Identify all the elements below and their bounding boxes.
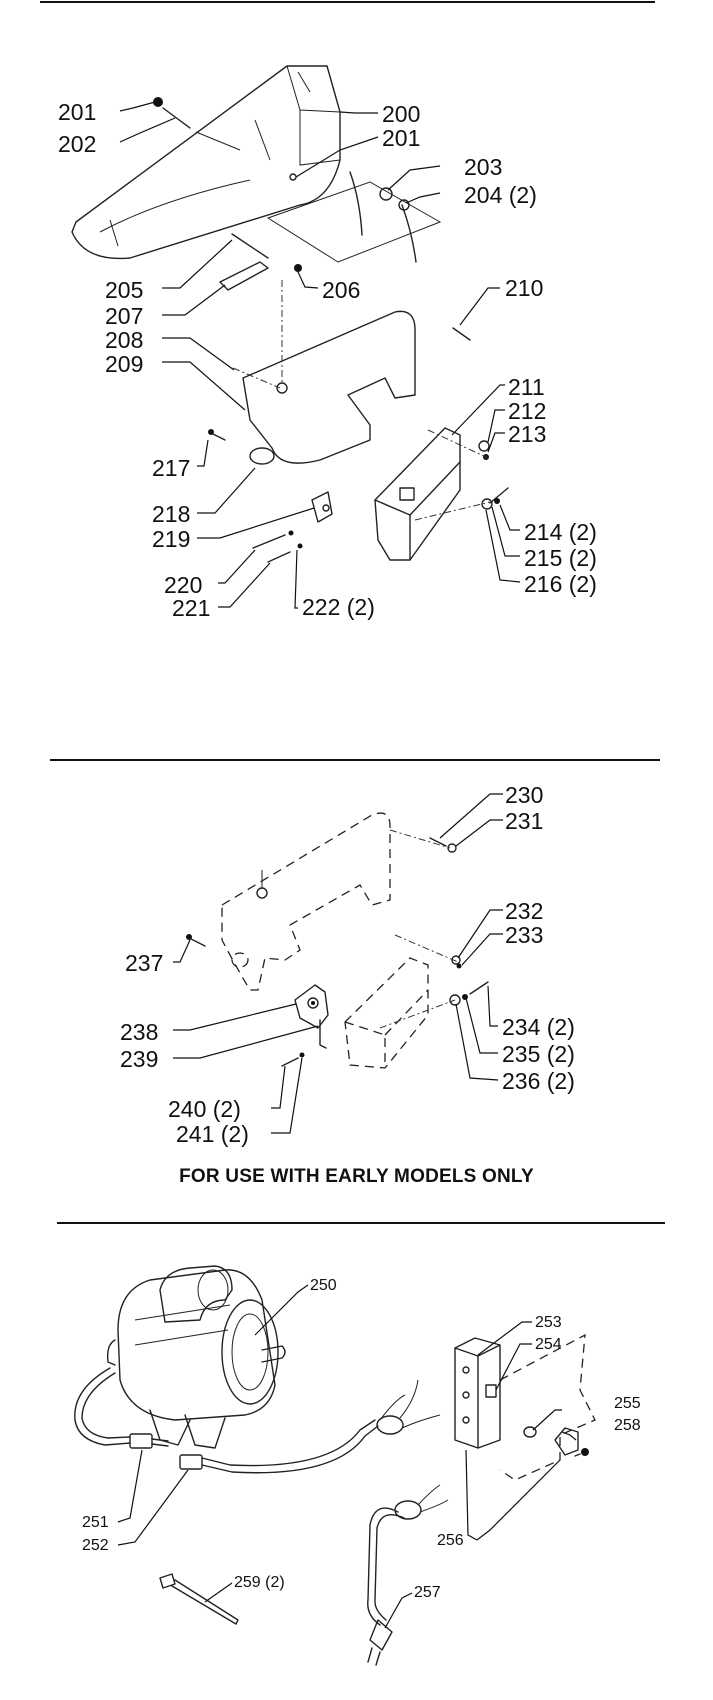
callout-255: 255: [614, 1395, 641, 1412]
motor-cord: [74, 1367, 379, 1474]
callout-230: 230: [505, 782, 543, 808]
figure-1-blade-guard-assembly: 201 202 200 201 203 204 (2) 205 206 207 …: [58, 65, 597, 621]
clamp-part-238: [294, 984, 329, 1049]
figure-2-leaders: [173, 793, 503, 1134]
callout-211: 211: [508, 374, 545, 400]
callout-241: 241 (2): [176, 1121, 249, 1147]
callout-221: 221: [172, 595, 210, 621]
cable-tie-part-259: [159, 1573, 239, 1625]
arm-bracket-part-211: [374, 427, 461, 561]
callout-250: 250: [310, 1277, 337, 1294]
figure-3-leaders: [117, 1284, 577, 1629]
callout-209: 209: [105, 351, 143, 377]
ghost-base-panel: [499, 1333, 596, 1481]
callout-240: 240 (2): [168, 1096, 241, 1122]
callout-256: 256: [437, 1532, 464, 1549]
wire-connectors: [376, 1379, 449, 1520]
callout-207: 207: [105, 303, 143, 329]
callout-205: 205: [105, 277, 143, 303]
callout-236: 236 (2): [502, 1068, 575, 1094]
callout-231: 231: [505, 808, 543, 834]
callout-254: 254: [535, 1336, 562, 1353]
callout-212: 212: [508, 398, 546, 424]
callout-210: 210: [505, 275, 543, 301]
callout-202: 202: [58, 131, 96, 157]
guard-plate-part-209: [232, 280, 416, 464]
callout-232: 232: [505, 898, 543, 924]
callout-220: 220: [164, 572, 202, 598]
callout-237: 237: [125, 950, 163, 976]
figure-3-motor-and-wiring: 250 253 254 255 258 251 252 256 259 (2) …: [74, 1265, 641, 1666]
ghost-arm-bracket: [344, 957, 429, 1069]
hardware-small-parts: [252, 327, 509, 563]
early-models-note: FOR USE WITH EARLY MODELS ONLY: [179, 1166, 534, 1187]
callout-253: 253: [535, 1314, 562, 1331]
callout-258: 258: [614, 1417, 641, 1434]
figure-2-hardware: [186, 829, 489, 1067]
callout-233: 233: [505, 922, 543, 948]
callout-204: 204 (2): [464, 182, 537, 208]
figure-2-early-model-assembly: 230 231 232 233 237 238 239 234 (2) 235 …: [120, 782, 575, 1147]
callout-206: 206: [322, 277, 360, 303]
motor-part-250: [106, 1265, 286, 1449]
callout-234: 234 (2): [502, 1014, 575, 1040]
washer-part-218: [208, 429, 275, 465]
blade-guard-part-200: [71, 65, 341, 260]
callout-252: 252: [82, 1537, 109, 1554]
figure-3-callouts: 250 253 254 255 258 251 252 256 259 (2) …: [82, 1277, 641, 1601]
callout-215: 215 (2): [524, 545, 597, 571]
figure-1-leaders: [119, 101, 521, 609]
power-cord-part-257: [367, 1507, 405, 1666]
bracket-part-255: [523, 1426, 589, 1457]
knob-part-201: [153, 97, 191, 129]
callout-222: 222 (2): [302, 594, 375, 620]
callout-218: 218: [152, 501, 190, 527]
figure-2-callouts: 230 231 232 233 237 238 239 234 (2) 235 …: [120, 782, 575, 1147]
blade-mount-plane: [266, 171, 442, 263]
clamp-part-219: [311, 491, 333, 523]
callout-259: 259 (2): [234, 1574, 285, 1591]
callout-200: 200: [382, 101, 420, 127]
callout-239: 239: [120, 1046, 158, 1072]
callout-238: 238: [120, 1019, 158, 1045]
ghost-guard-plate: [221, 812, 391, 991]
callout-216: 216 (2): [524, 571, 597, 597]
callout-201a: 201: [58, 99, 96, 125]
callout-201b: 201: [382, 125, 420, 151]
callout-219: 219: [152, 526, 190, 552]
callout-235: 235 (2): [502, 1041, 575, 1067]
callout-208: 208: [105, 327, 143, 353]
callout-217: 217: [152, 455, 190, 481]
callout-213: 213: [508, 421, 546, 447]
figure-1-callouts: 201 202 200 201 203 204 (2) 205 206 207 …: [58, 99, 597, 621]
callout-203: 203: [464, 154, 502, 180]
switch-box-part-253: [454, 1337, 501, 1449]
callout-257: 257: [414, 1584, 441, 1601]
callout-214: 214 (2): [524, 519, 597, 545]
bracket-part-207: [219, 233, 302, 291]
callout-251: 251: [82, 1514, 109, 1531]
